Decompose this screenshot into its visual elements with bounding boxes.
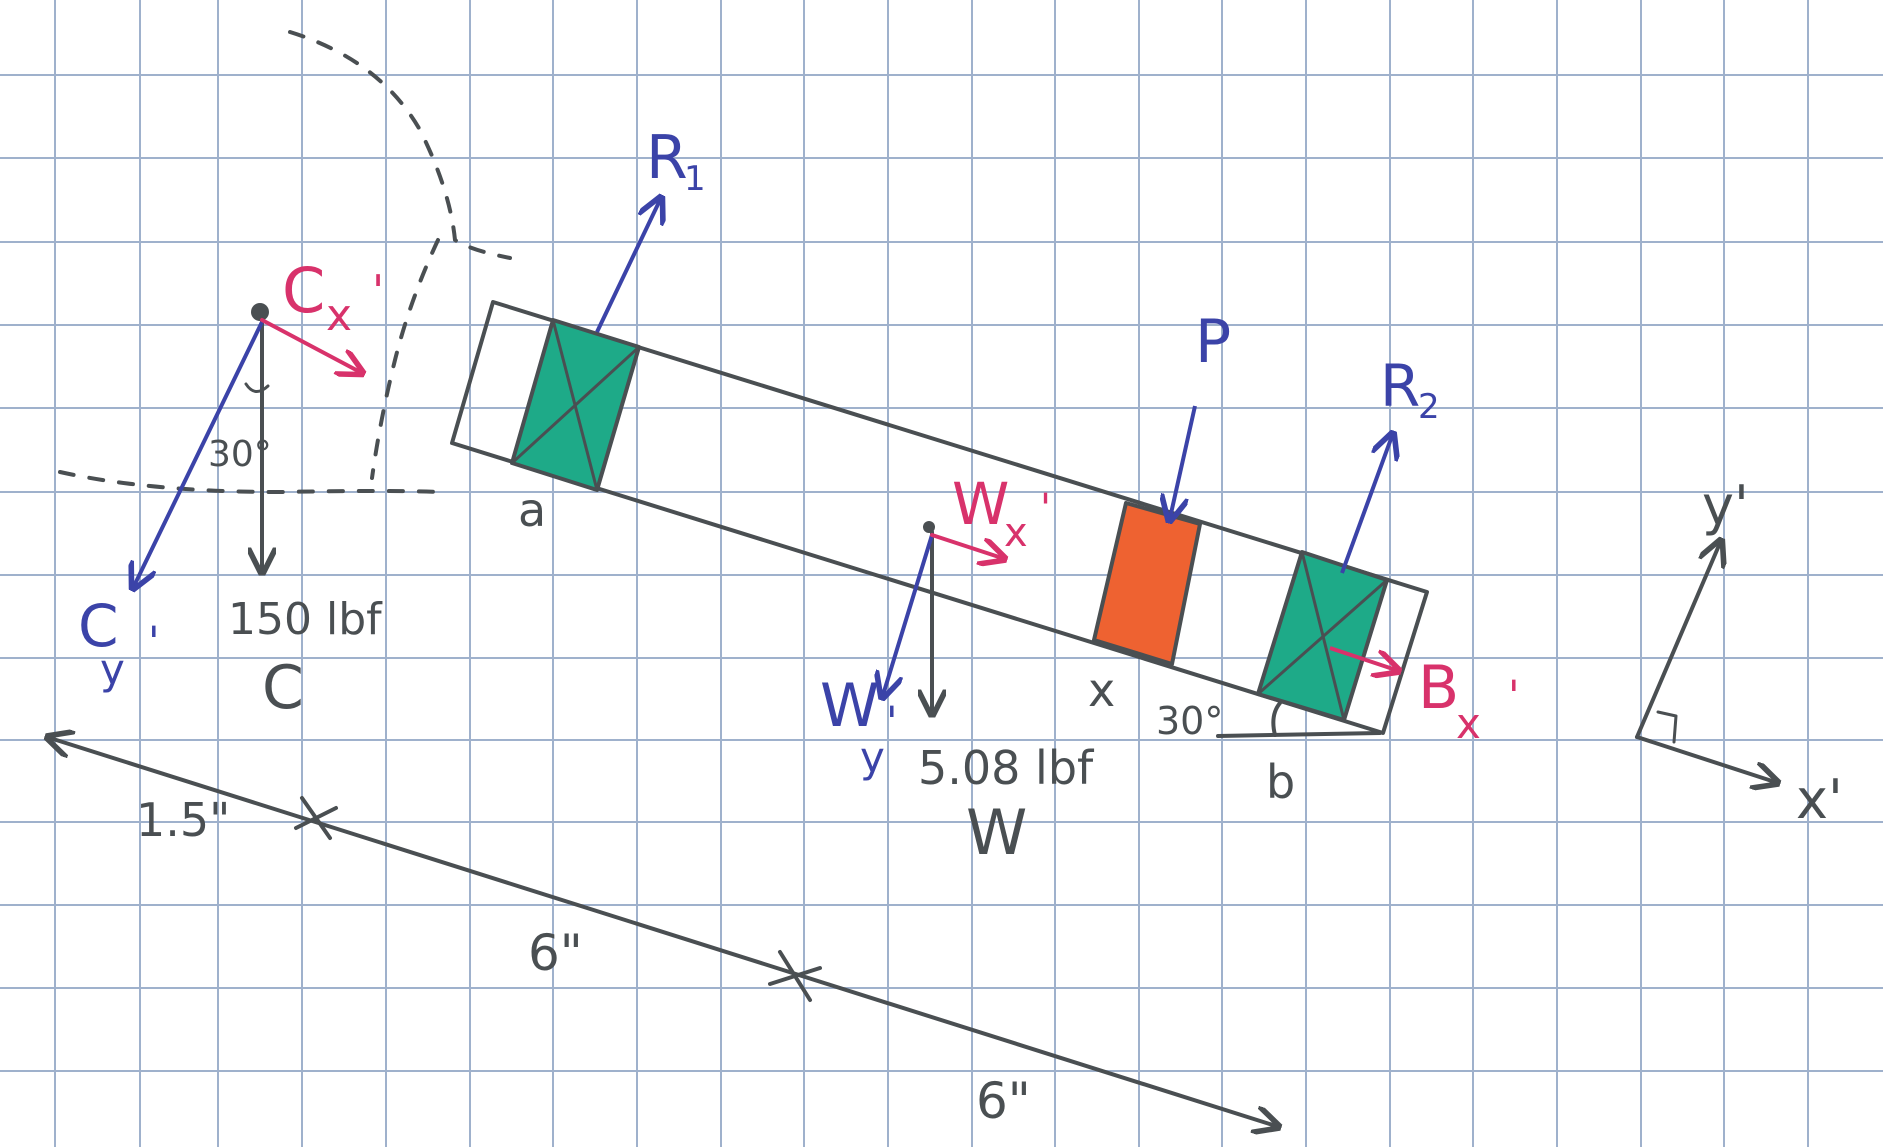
dashed-swing-outline xyxy=(58,30,512,494)
dimension-2-label: 6" xyxy=(528,924,583,982)
point-w-forces xyxy=(883,521,1002,712)
wy-subscript: y xyxy=(860,733,885,782)
cx-prime: ' xyxy=(372,266,384,317)
bearing-b-icon xyxy=(1256,550,1389,722)
cy-subscript: y xyxy=(100,645,125,694)
bearing-a-icon xyxy=(510,318,641,492)
wy-label: W xyxy=(820,671,879,741)
point-a-label: a xyxy=(518,483,546,537)
r1-label: R xyxy=(646,123,688,193)
r2-subscript: 2 xyxy=(1418,387,1440,427)
load-c-label: 150 lbf xyxy=(228,594,383,645)
shaft-beam xyxy=(450,300,1429,735)
w-name-label: W xyxy=(966,796,1027,869)
wx-label: W xyxy=(952,470,1009,538)
bx-subscript: x xyxy=(1456,699,1481,748)
axis-x-label: x' xyxy=(1796,768,1843,831)
r2-label: R xyxy=(1380,352,1420,420)
load-w-label: 5.08 lbf xyxy=(918,741,1095,795)
c-name-label: C xyxy=(262,653,304,723)
dimension-line xyxy=(50,738,1276,1126)
bx-arrow xyxy=(1329,646,1396,670)
point-b-label: b xyxy=(1266,755,1295,809)
r1-subscript: 1 xyxy=(684,159,706,199)
right-angle-icon xyxy=(1656,710,1678,744)
wx-prime: ' xyxy=(1040,486,1051,532)
dimension-3-label: 6" xyxy=(976,1072,1031,1130)
p-arrow xyxy=(1170,405,1197,518)
bx-label: B xyxy=(1418,653,1459,723)
cx-subscript: x xyxy=(326,290,352,341)
cy-prime: ' xyxy=(148,617,160,666)
axis-y-label: y' xyxy=(1702,474,1749,537)
r1-arrow xyxy=(595,200,660,333)
dimension-1-label: 1.5" xyxy=(136,793,230,847)
angle-b-label: 30° xyxy=(1156,699,1223,743)
cx-label: C xyxy=(282,254,325,327)
point-x-label: x xyxy=(1088,663,1115,717)
cy-label: C xyxy=(78,592,119,660)
r2-arrow xyxy=(1340,436,1392,574)
bx-prime: ' xyxy=(1508,671,1520,720)
p-label: P xyxy=(1195,307,1231,377)
point-c-forces xyxy=(134,303,360,586)
wy-prime: ' xyxy=(886,697,898,746)
wx-subscript: x xyxy=(1004,510,1028,556)
axes-icon xyxy=(1635,543,1775,782)
angle-c-label: 30° xyxy=(208,434,272,475)
